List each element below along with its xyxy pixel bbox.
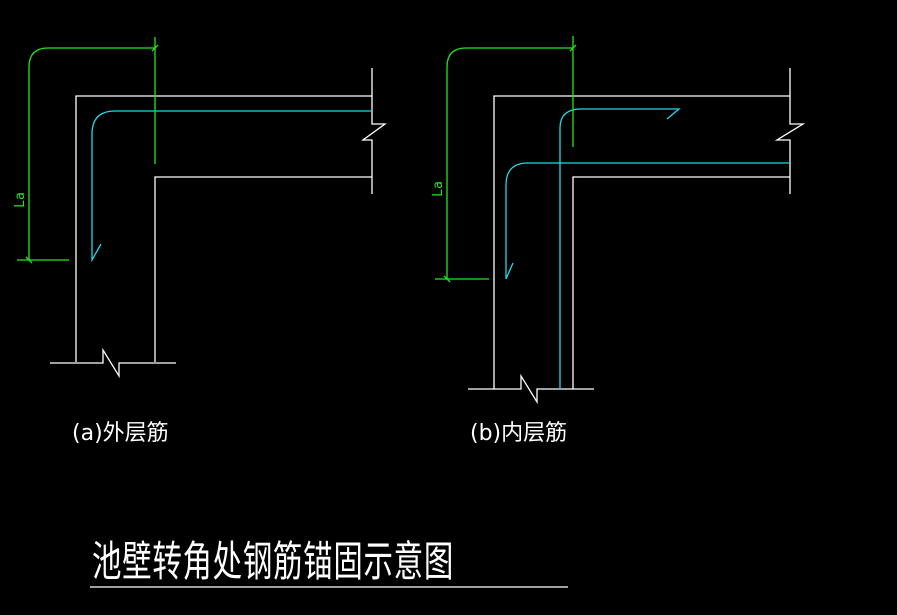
wall-inner-edge-a (154, 176, 372, 362)
diagram-b: La (b)内层筋 (431, 36, 806, 446)
dimension-label-a: La (13, 192, 28, 208)
dimension-tick-b (443, 44, 577, 283)
wall-inner-edge-b (572, 176, 790, 389)
inner-rebar-hook-b (505, 162, 790, 280)
anchorage-length-line-b (446, 36, 574, 279)
wall-outline-b (493, 95, 790, 389)
dimension-label-b: La (431, 181, 446, 197)
outer-rebar-a (91, 110, 372, 263)
break-line-bottom-a (50, 347, 176, 379)
inner-rebar-top-b (559, 108, 681, 389)
dimension-tick-a (25, 44, 159, 264)
break-line-bottom-b (468, 373, 594, 405)
break-line-right-b (774, 68, 806, 194)
anchorage-length-line-a (28, 37, 156, 260)
diagram-a: La (a)外层筋 (13, 37, 387, 446)
caption-b: (b)内层筋 (470, 421, 567, 446)
wall-outline-a (75, 95, 372, 362)
break-line-right-a (361, 68, 387, 194)
caption-a: (a)外层筋 (72, 421, 169, 446)
drawing-title: 池壁转角处钢筋锚固示意图 (92, 537, 454, 586)
